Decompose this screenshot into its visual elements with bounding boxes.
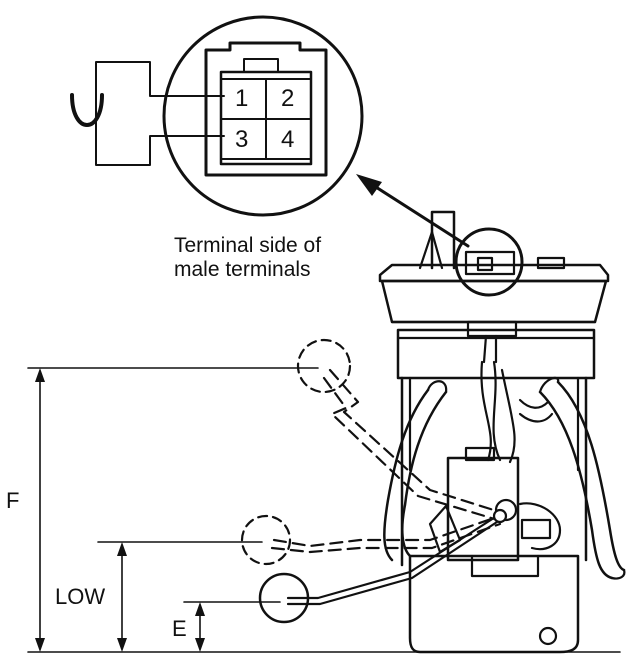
pin-1-label: 1	[235, 85, 249, 112]
fuel-pump-assembly-icon	[378, 210, 626, 654]
connector-housing	[204, 41, 328, 177]
empty-level-label: E	[172, 616, 187, 641]
connector-caption: Terminal side of male terminals	[174, 234, 321, 282]
caption-line-1: Terminal side of	[174, 234, 322, 257]
connector-callout	[162, 15, 364, 217]
ohmmeter-symbol-icon	[70, 61, 225, 166]
dimension-lines	[27, 367, 621, 653]
caption-line-2: male terminals	[174, 258, 311, 281]
pin-3-label: 3	[235, 126, 249, 153]
full-level-label: F	[6, 488, 20, 513]
connector-highlight-circle	[454, 227, 524, 297]
callout-arrow	[356, 174, 470, 248]
pin-4-label: 4	[281, 126, 295, 153]
pin-2-label: 2	[281, 85, 295, 112]
low-level-label: LOW	[55, 584, 106, 609]
float-arm-icon	[240, 338, 508, 624]
